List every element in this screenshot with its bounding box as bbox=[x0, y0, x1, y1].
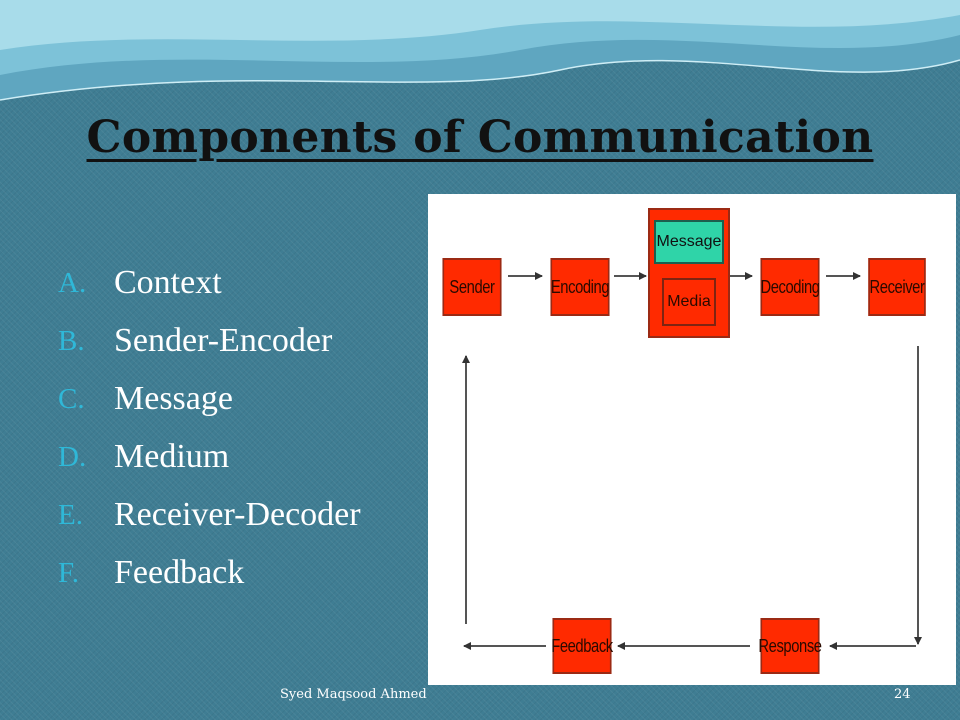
list-item-text: Context bbox=[114, 264, 222, 301]
list-marker: B. bbox=[58, 324, 85, 357]
decoding-label: Decoding bbox=[760, 276, 820, 297]
list-item: B. Sender-Encoder bbox=[58, 312, 361, 370]
list-marker: D. bbox=[58, 440, 87, 473]
feedback-box: Feedback bbox=[551, 618, 613, 674]
response-label: Response bbox=[758, 635, 822, 656]
decoding-box: Decoding bbox=[760, 258, 820, 316]
list-item-text: Medium bbox=[114, 438, 230, 475]
feedback-label: Feedback bbox=[551, 635, 613, 656]
decorative-waves bbox=[0, 0, 960, 101]
list-item: D. Medium bbox=[58, 428, 361, 486]
receiver-box: Receiver bbox=[868, 258, 926, 316]
list-marker: F. bbox=[58, 556, 80, 589]
list-item: F. Feedback bbox=[58, 544, 361, 602]
media-box: Media bbox=[662, 278, 716, 326]
components-list: A. Context B. Sender-Encoder C. Message … bbox=[58, 254, 361, 602]
list-item-text: Feedback bbox=[114, 554, 245, 591]
sender-box: Sender bbox=[442, 258, 502, 316]
receiver-label: Receiver bbox=[869, 276, 925, 297]
communication-diagram: Sender Encoding Message Media Decoding R… bbox=[428, 194, 956, 685]
list-item: C. Message bbox=[58, 370, 361, 428]
encoding-label: Encoding bbox=[550, 276, 610, 297]
list-item-text: Message bbox=[114, 380, 233, 417]
sender-label: Sender bbox=[449, 276, 495, 297]
message-label: Message bbox=[656, 233, 722, 250]
encoding-box: Encoding bbox=[550, 258, 610, 316]
list-marker: C. bbox=[58, 382, 85, 415]
message-box: Message bbox=[654, 220, 724, 264]
response-box: Response bbox=[758, 618, 822, 674]
diagram-arrows bbox=[462, 272, 922, 650]
media-label: Media bbox=[667, 293, 711, 310]
list-item: E. Receiver-Decoder bbox=[58, 486, 361, 544]
slide-title: Components of Communication bbox=[86, 112, 874, 163]
list-item: A. Context bbox=[58, 254, 361, 312]
list-item-text: Receiver-Decoder bbox=[114, 496, 361, 533]
page-number: 24 bbox=[894, 687, 911, 702]
list-marker: A. bbox=[58, 266, 87, 299]
list-item-text: Sender-Encoder bbox=[114, 322, 333, 359]
footer-author: Syed Maqsood Ahmed bbox=[280, 687, 427, 702]
list-marker: E. bbox=[58, 498, 83, 531]
